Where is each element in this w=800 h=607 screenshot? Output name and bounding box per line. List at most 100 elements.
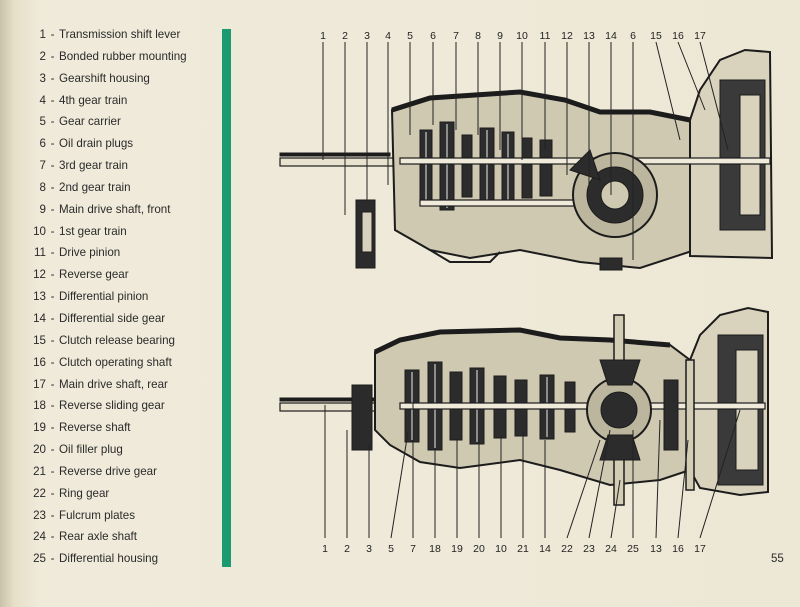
legend-item: 18-Reverse sliding gear: [26, 395, 216, 417]
bottom-callout-label: 18: [429, 543, 441, 555]
legend-item-dash: -: [50, 246, 55, 260]
legend-item-dash: -: [50, 93, 55, 107]
legend-item-number: 25: [33, 552, 46, 566]
legend-item-label: Oil filler plug: [59, 443, 123, 457]
legend-item-label: 1st gear train: [59, 224, 127, 238]
legend-item-number: 10: [33, 224, 46, 238]
bottom-callout-label: 14: [539, 543, 551, 555]
bottom-cross-section-drawing: [279, 306, 769, 506]
legend-item-number: 15: [33, 333, 46, 347]
bottom-callout-label: 17: [694, 543, 706, 555]
legend-item-label: 4th gear train: [59, 93, 128, 107]
legend-item-number: 4: [39, 93, 46, 107]
legend-item: 9-Main drive shaft, front: [26, 199, 216, 221]
legend-item: 24-Rear axle shaft: [26, 526, 216, 548]
legend-item-number: 1: [39, 28, 46, 41]
top-callout-label: 4: [385, 30, 391, 42]
bottom-callout-label: 20: [473, 543, 485, 555]
bottom-callout-label: 2: [344, 543, 350, 555]
legend-item: 7-3rd gear train: [26, 155, 216, 177]
legend-item: 19-Reverse shaft: [26, 417, 216, 439]
bottom-callout-label: 3: [366, 543, 372, 555]
bottom-callout-label: 22: [561, 543, 573, 555]
legend-item-dash: -: [50, 464, 55, 478]
top-callout-label: 11: [540, 30, 551, 42]
legend-item-label: Reverse gear: [59, 268, 129, 282]
bottom-callout-label: 13: [650, 543, 662, 555]
legend-item-number: 16: [33, 355, 46, 369]
legend-item-number: 23: [33, 508, 46, 522]
legend-item: 20-Oil filler plug: [26, 439, 216, 461]
legend-item: 1-Transmission shift lever: [26, 24, 216, 46]
legend-item-label: Differential housing: [59, 552, 159, 566]
legend-item-dash: -: [50, 421, 55, 435]
legend-item: 8-2nd gear train: [26, 177, 216, 199]
top-callout-label: 16: [672, 30, 684, 42]
legend-item-label: 2nd gear train: [59, 180, 131, 194]
legend-item-label: Oil drain plugs: [59, 137, 134, 151]
legend-item-dash: -: [50, 159, 55, 173]
top-leader-lines: [322, 41, 729, 260]
legend-item: 3-Gearshift housing: [26, 68, 216, 90]
bottom-callout-label: 7: [410, 543, 416, 555]
legend-item-dash: -: [50, 333, 55, 347]
top-callout-label: 12: [561, 30, 573, 42]
legend-item: 5-Gear carrier: [26, 111, 216, 133]
top-callout-label: 8: [475, 30, 481, 42]
top-callout-label: 6: [430, 30, 436, 42]
legend-item-dash: -: [50, 180, 55, 194]
bottom-callout-label: 21: [517, 543, 529, 555]
top-callout-label: 15: [650, 30, 662, 42]
legend-item-number: 8: [39, 180, 46, 194]
top-callout-label: 7: [453, 30, 459, 42]
legend-item-label: Fulcrum plates: [59, 508, 136, 522]
top-callout-label: 5: [407, 30, 413, 42]
bottom-leader-lines: [324, 400, 741, 539]
legend-item: 21-Reverse drive gear: [26, 461, 216, 483]
top-callout-label: 13: [583, 30, 595, 42]
legend-item-number: 7: [39, 159, 46, 173]
bottom-callout-label: 19: [451, 543, 463, 555]
legend-item: 12-Reverse gear: [26, 264, 216, 286]
legend-item-dash: -: [50, 355, 55, 369]
legend-item: 23-Fulcrum plates: [26, 505, 216, 527]
legend-item-label: Drive pinion: [59, 246, 121, 260]
legend-item-label: Reverse sliding gear: [59, 399, 165, 413]
legend-item-number: 3: [39, 71, 46, 85]
legend-item-number: 19: [33, 421, 46, 435]
legend-item-label: Differential pinion: [59, 290, 149, 304]
legend-item-dash: -: [50, 486, 55, 500]
legend-item-dash: -: [50, 443, 55, 457]
legend-item-number: 21: [33, 464, 46, 478]
legend-item-label: 3rd gear train: [59, 159, 128, 173]
legend-item-label: Reverse drive gear: [59, 464, 157, 478]
top-callout-label: 9: [497, 30, 503, 42]
legend-item-label: Main drive shaft, rear: [59, 377, 168, 391]
bottom-callout-labels: 1 2 3 5 7 18 19 20 10 21 14 22 23 24 25 …: [322, 543, 706, 555]
legend-item-dash: -: [50, 49, 55, 63]
legend-item-label: Reverse shaft: [59, 421, 131, 435]
legend-item-label: Ring gear: [59, 486, 110, 500]
legend-item-label: Differential side gear: [59, 311, 166, 325]
legend-item-label: Clutch release bearing: [59, 333, 176, 347]
legend-item: 25-Differential housing: [26, 548, 216, 570]
legend-item: 14-Differential side gear: [26, 308, 216, 330]
top-callout-label: 14: [605, 30, 617, 42]
legend-item-label: Main drive shaft, front: [59, 202, 171, 216]
legend-item-dash: -: [50, 224, 55, 238]
legend-item-number: 11: [33, 246, 46, 260]
top-callout-label: 2: [342, 30, 348, 42]
legend-item: 4-4th gear train: [26, 90, 216, 112]
legend-item-dash: -: [50, 71, 55, 85]
bottom-callout-label: 5: [388, 543, 394, 555]
page-number: 55: [771, 553, 784, 565]
legend-item-number: 22: [33, 486, 46, 500]
legend-item: 13-Differential pinion: [26, 286, 216, 308]
legend-item-number: 18: [33, 399, 46, 413]
legend-item-number: 14: [33, 311, 46, 325]
top-callout-label: 10: [516, 30, 528, 42]
legend-item: 17-Main drive shaft, rear: [26, 374, 216, 396]
